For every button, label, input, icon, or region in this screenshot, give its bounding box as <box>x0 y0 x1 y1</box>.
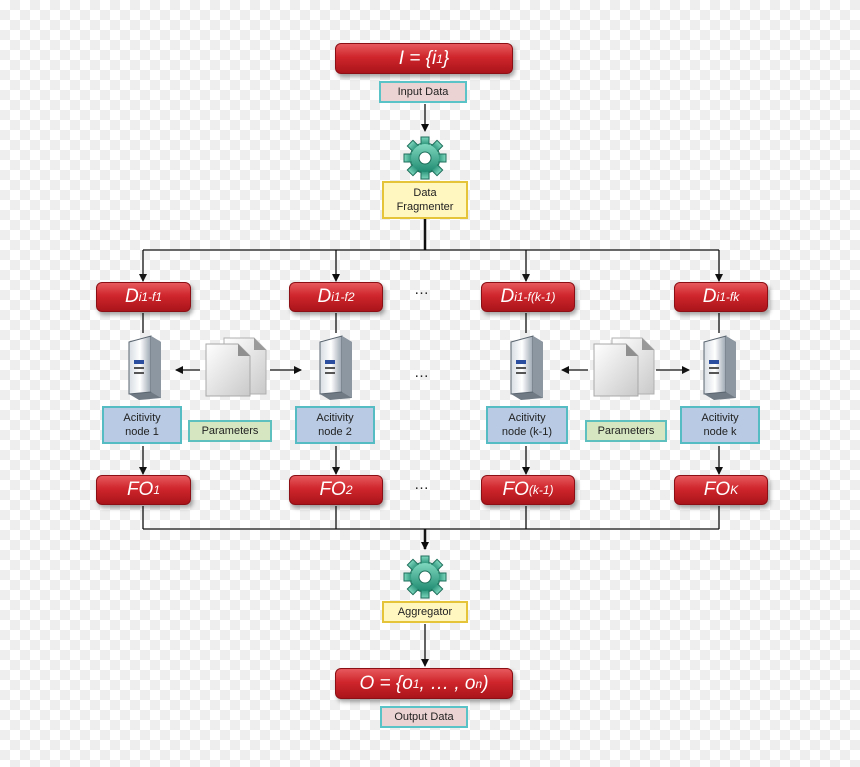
fragment-k-1-base: D <box>500 286 515 307</box>
fragment-2-base: D <box>317 286 332 307</box>
aggregator-tag: Aggregator <box>382 601 468 623</box>
fragment-output-k-sub: K <box>730 483 739 497</box>
activity-node-k-line1: Acitivity <box>701 412 739 424</box>
fragment-output-1-sub: 1 <box>153 483 161 497</box>
gear-icon <box>403 136 447 180</box>
activity-node-1-line2: node 1 <box>125 426 159 438</box>
parameters-tag-2: Parameters <box>585 420 667 442</box>
fragment-output-k-1-base: FO <box>502 479 529 500</box>
input-set-close: } <box>442 47 450 69</box>
documents-icon <box>593 337 655 397</box>
fragment-output-2-base: FO <box>319 479 346 500</box>
ellipsis-fragments: … <box>414 281 430 298</box>
fragment-output-k-1-sub: (k-1) <box>528 483 554 497</box>
ellipsis-nodes: … <box>414 364 430 381</box>
activity-node-2-line1: Acitivity <box>316 412 354 424</box>
activity-node-2-line2: node 2 <box>318 426 352 438</box>
data-fragmenter-line2: Fragmenter <box>396 201 454 213</box>
activity-node-1-tag: Acitivity node 1 <box>102 406 182 444</box>
fragment-output-box-k-1: FO(k-1) <box>481 475 575 505</box>
output-set-prefix: O = {o <box>359 672 413 694</box>
fragment-output-k-base: FO <box>703 479 731 500</box>
data-fragmenter-tag: Data Fragmenter <box>382 181 468 219</box>
activity-node-1-line1: Acitivity <box>123 412 161 424</box>
server-icon <box>319 335 352 400</box>
fragment-k-sub: i1-fk <box>716 290 740 304</box>
fragment-k-base: D <box>702 286 717 307</box>
output-set-middle: , … , o <box>419 672 476 694</box>
fragment-output-1-base: FO <box>126 479 154 500</box>
fragment-2-sub: i1-f2 <box>331 290 355 304</box>
output-set-sub1: 1 <box>412 676 420 691</box>
activity-node-k-1-tag: Acitivity node (k-1) <box>486 406 568 444</box>
activity-node-2-tag: Acitivity node 2 <box>295 406 375 444</box>
activity-node-k-tag: Acitivity node k <box>680 406 760 444</box>
data-fragmenter-line1: Data <box>413 187 437 199</box>
output-set-close: ) <box>482 672 489 694</box>
server-icon <box>128 335 161 400</box>
output-set-subn: n <box>475 676 483 691</box>
fragment-1-sub: i1-f1 <box>138 290 163 304</box>
ellipsis-outputs: … <box>414 476 430 493</box>
parameters-tag-1: Parameters <box>188 420 272 442</box>
fragment-1-base: D <box>124 286 139 307</box>
output-data-tag: Output Data <box>380 706 468 728</box>
activity-node-k-1-line1: Acitivity <box>508 412 546 424</box>
server-icon <box>703 335 736 400</box>
input-set-label: I = {i <box>398 47 437 69</box>
fragment-k-1-sub: i1-f(k-1) <box>514 290 556 304</box>
activity-node-k-line2: node k <box>703 426 737 438</box>
fragment-output-2-sub: 2 <box>345 483 353 497</box>
input-set-subscript: 1 <box>436 51 443 66</box>
server-icon <box>510 335 543 400</box>
activity-node-k-1-line2: node (k-1) <box>501 426 553 438</box>
documents-icon <box>205 337 267 397</box>
input-data-tag: Input Data <box>379 81 467 103</box>
gear-icon <box>403 555 447 599</box>
